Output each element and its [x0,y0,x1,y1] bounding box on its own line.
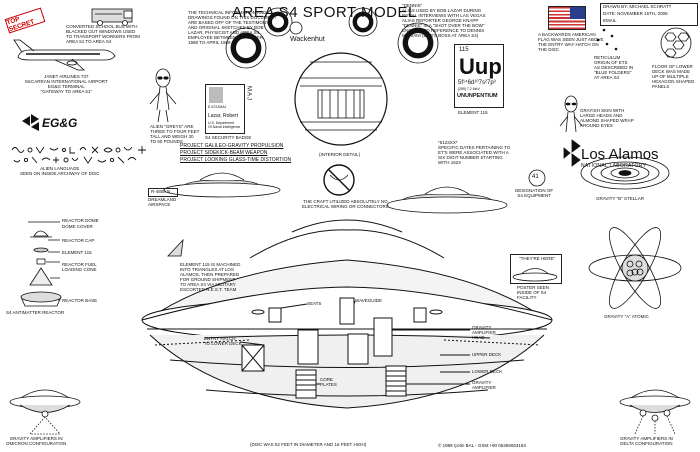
element-symbol: Uup [459,54,502,79]
reactor-cap-label: REACTOR CAP [62,238,95,243]
bus-note: CONVERTED SCHOOL BUS WITH BLACKED OUT WI… [66,24,140,44]
entry-hatch-label: ENTRY HATCH TO LOWER DECK [204,336,242,346]
gravity-b-stellar-icon [580,156,670,190]
wackenhut-label: Wackenhut [290,36,325,43]
dome-cover-label: DOME COVER [62,224,93,229]
fuel-cone-label: REACTOR FUEL LOADING CONE [62,262,97,272]
no-wiring-note: THE CRAFT UTILIZED ABSOLUTELY NO ELECTRI… [302,199,389,209]
badge-vertical-code: MAJ [245,86,252,101]
element-triangles-note: ELEMENT 115 IS MACHINED INTO TRIANGLES A… [180,262,241,292]
hexagon-floor-icon [660,27,692,59]
element-115-label: ELEMENT 115 [62,250,92,255]
reactor-base-label: REACTOR BASE [62,298,98,303]
reactor-dome-label: REACTOR DOME [62,218,99,223]
interior-detail-circle [294,52,388,146]
element-name: UNUNPENTIUM [457,93,498,99]
core-plates-label: CORE PLATES [320,377,337,387]
gravity-b-caption: GRAVITY "B" STELLAR [596,196,645,201]
element-115-tile: 115 Uup 5f¹⁴6d¹⁰7s²7p³ [289] 7.2 MeV UNU… [454,44,504,108]
los-alamos-logo-icon [563,139,581,167]
poster-saucer-icon [512,268,558,282]
gravity-a-atomic-icon [588,227,682,309]
alien-note: ALIEN "GREYS" ARE THREE TO FOUR FEET TAL… [150,124,200,144]
waveguide-label: WAVEGUIDE [355,298,383,303]
omicron-saucer-icon [9,389,81,435]
gravity-a-caption: GRAVITY "A" ATOMIC [604,314,649,319]
grayish-skin-note: GRAYISH SKIN WITH LARGE HEADS AND ALMOND… [580,108,634,128]
poster-sign-text: "THEY'RE HERE" [519,256,556,261]
drawn-date: DATE: NOVEMBER 15TH, 2006 [603,11,668,16]
airplane-icon [13,39,116,71]
backwards-flag-icon [548,6,586,30]
egg-logo-icon [22,114,39,131]
credits-box [600,3,698,26]
element-triangle-icon [167,238,184,257]
delta-caption: GRAVITY AMPLIFIERS IN DELTA CONFIGURATIO… [620,436,673,446]
badge-photo [209,87,223,103]
school-bus-icon [91,8,133,26]
dreamland-code-box [148,188,178,197]
element-config: 5f¹⁴6d¹⁰7s²7p³ [458,80,496,86]
dimensions-caption: (DISC WAS 52 FEET IN DIAMETER AND 16 FEE… [250,442,367,447]
badge-caption: S4 SECURITY BADGE [205,135,252,140]
upper-deck-label: UPPER DECK [472,352,502,357]
poster-box [510,254,562,284]
wackenhut-logo-icon [225,7,439,69]
alien-language-caption: ALIEN LANGUAGE SEEN ON INSIDE ARCHWAY OF… [20,166,100,176]
reticulum-note: RETICULUM ORIGIN OF ETS AS DESCRIBED IN … [594,55,634,80]
los-alamos-name: Los Alamos [581,146,659,163]
saucer-small-left [163,172,281,198]
alien-grey-icon [149,68,177,123]
seats-label: SEATS [307,301,322,306]
alien-glyphs-icon [11,146,146,164]
page-title: AREA S4 SPORT MODEL [232,4,417,21]
dennis-note: "DENNIS" ALIAS USED BY BOB LAZAR DURING … [402,3,486,38]
lower-deck-label: LOWER DECK [472,369,503,374]
dreamland-caption: DREAMLAND AIRSPACE [148,197,177,207]
designation-note: DESIGNATION OF S4 EQUIPMENT [515,188,554,198]
copyright-text: © 1998 Çetin BAL - GSM:+90 05366063183 [438,443,526,448]
badge-code: E-6722MAJ [208,105,227,109]
project-sidekick: PROJECT SIDEKICK-BEAM WEAPON [180,150,268,156]
saucer-small-right [386,186,508,214]
reactor-caption: S4 ANTIMATTER REACTOR [6,310,65,315]
omicron-caption: GRAVITY AMPLIFIERS IN OMICRON CONFIGURAT… [6,436,67,446]
element-dates-note: *5123XX* SPECIFIC DATES PERTAINING TO ET… [438,140,511,165]
interior-detail-caption: (INTERIOR DETAIL) [319,152,361,157]
badge-name: Lazar, Robert [208,113,239,119]
email-label: EMAIL [603,18,617,23]
element-number: 115 [459,47,469,53]
project-galileo: PROJECT GALILEO-GRAVITY PROPULSION [180,143,284,149]
main-craft-hull [141,219,553,409]
poster-note: POSTER SEEN INSIDE OF S4 FACILITY [517,285,550,300]
floor-note: FLOOR OF LOWER DECK WAS MADE UP OF MULTI… [652,64,695,89]
dreamland-code: R-4808 N [151,189,171,194]
project-looking-glass: PROJECT LOOKING GLASS-TIME DISTORTION [180,157,292,163]
antimatter-reactor-icon [20,221,62,307]
designation-number: 41 [532,174,539,180]
los-alamos-sub: NATIONAL LABORATORY [581,163,647,169]
flag-note: A BACKWARDS AMERICAN FLAG WAS SEEN JUST … [538,32,604,52]
badge-agency: U.S. Department Of Naval Intelligence [208,121,241,129]
element-caption: ELEMENT 115 [458,110,488,115]
egg-logo-text: EG&G [42,116,78,130]
los-alamos-logo: Los Alamos NATIONAL LABORATORY [581,146,659,169]
delta-saucer-icon [619,389,691,435]
drawn-by: DRAWN BY: MICHAEL SCHRATT [603,4,672,9]
security-badge: E-6722MAJ Lazar, Robert U.S. Department … [205,84,245,134]
airline-note: JANET AIRLINES 737 McCARRAN INTERNATIONA… [25,74,108,94]
alien-grey-right-icon [559,95,583,133]
reticulum-stars-icon [596,28,618,51]
designation-circle [528,169,546,187]
no-wiring-icon [323,164,355,196]
amplifier-head-label: GRAVITY AMPLIFIER HEAD [472,325,496,340]
info-paragraph: THE TECHNICAL INFORMATION AND DRAWINGS F… [188,10,277,45]
gravity-amplifier-label: GRAVITY AMPLIFIER [472,380,496,390]
element-mass: [289] 7.2 MeV [458,87,480,91]
